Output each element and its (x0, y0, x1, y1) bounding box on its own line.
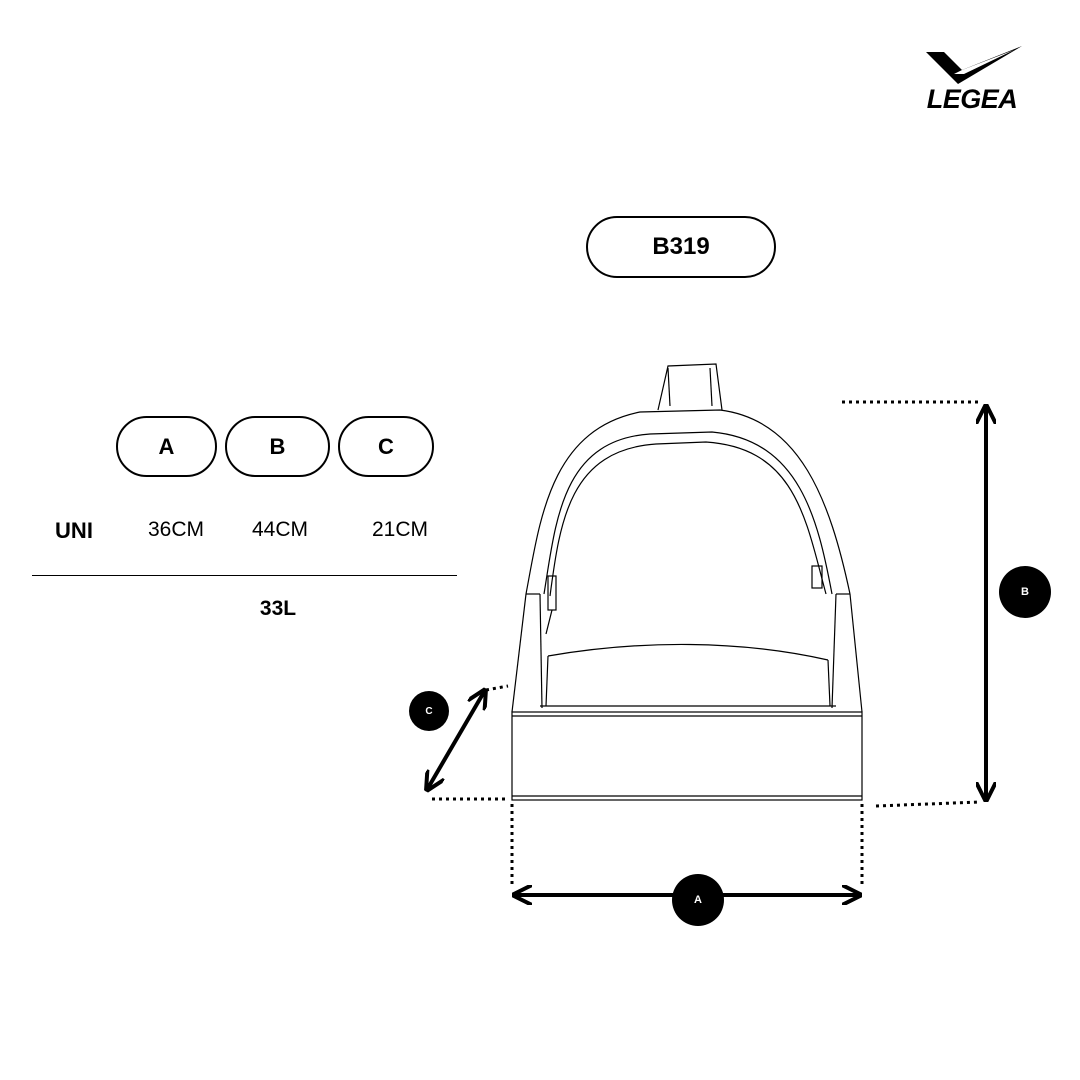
brand-logo: LEGEA (912, 44, 1032, 116)
dimension-badge-c: C (409, 691, 449, 731)
dimension-badge-b: B (999, 566, 1051, 618)
size-row-label: UNI (55, 518, 93, 543)
product-code-badge: B319 (586, 216, 776, 278)
table-divider (32, 575, 457, 576)
size-value-b: 44CM (251, 518, 309, 541)
backpack-outline (511, 363, 863, 801)
legea-swoosh-icon (926, 46, 1022, 84)
volume-value: 33L (259, 597, 297, 620)
size-header-c: C (338, 416, 434, 477)
size-header-a: A (116, 416, 217, 477)
dimension-badge-a: A (672, 874, 724, 926)
size-header-b: B (225, 416, 330, 477)
dimension-b-lines (842, 400, 986, 808)
brand-name: LEGEA (926, 84, 1018, 114)
size-value-c: 21CM (371, 518, 429, 541)
size-value-a: 36CM (147, 518, 205, 541)
